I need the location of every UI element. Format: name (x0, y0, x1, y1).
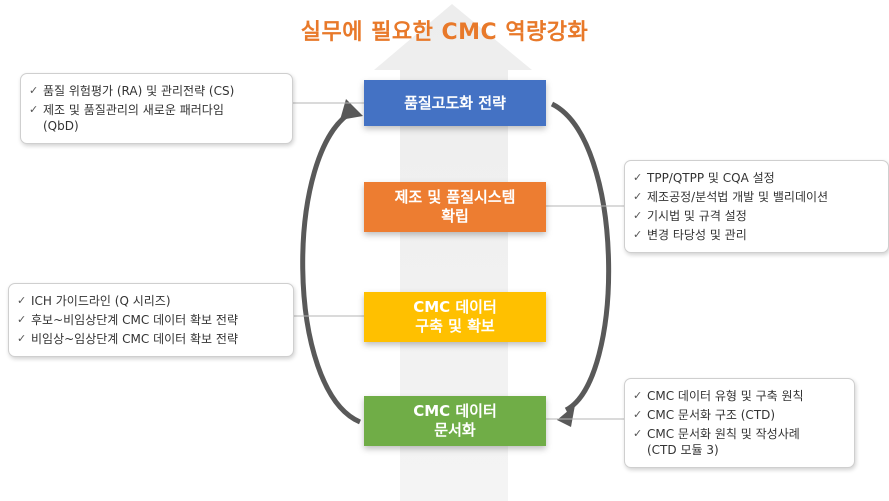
list-item: ✓비임상~임상단계 CMC 데이터 확보 전략 (17, 332, 238, 346)
list-item: ✓기시법 및 규격 설정 (633, 209, 747, 223)
check-icon: ✓ (633, 389, 643, 402)
check-icon: ✓ (633, 209, 643, 222)
list-item: ✓CMC 데이터 유형 및 구축 원칙 (633, 389, 804, 403)
stage-manufacturing-system: 제조 및 품질시스템 확립 (364, 182, 546, 232)
check-icon: ✓ (29, 103, 39, 116)
list-item: ✓변경 타당성 및 관리 (633, 228, 747, 242)
callout-quality-strategy: ✓품질 위험평가 (RA) 및 관리전략 (CS) ✓제조 및 품질관리의 새로… (20, 73, 293, 144)
check-icon: ✓ (633, 408, 643, 421)
list-item: ✓후보~비임상단계 CMC 데이터 확보 전략 (17, 313, 238, 327)
check-icon: ✓ (17, 313, 27, 326)
list-item: ✓CMC 문서화 구조 (CTD) (633, 408, 776, 422)
stage-quality-strategy: 품질고도화 전략 (364, 80, 546, 126)
list-item: ✓ICH 가이드라인 (Q 시리즈) (17, 294, 171, 308)
stage-label: CMC 데이터 구축 및 확보 (413, 298, 497, 335)
check-icon: ✓ (17, 294, 27, 307)
check-icon: ✓ (633, 171, 643, 184)
check-icon: ✓ (633, 427, 643, 440)
stage-label: 품질고도화 전략 (404, 93, 506, 112)
page-title: 실무에 필요한 CMC 역량강화 (300, 20, 589, 45)
check-icon: ✓ (633, 228, 643, 241)
cycle-arrow-right (550, 101, 612, 413)
list-item: ✓제조 및 품질관리의 새로운 패러다임 (QbD) (29, 103, 224, 133)
stage-label: CMC 데이터 문서화 (413, 402, 497, 439)
list-item: ✓품질 위험평가 (RA) 및 관리전략 (CS) (29, 84, 235, 98)
list-item: ✓TPP/QTPP 및 CQA 설정 (633, 171, 775, 185)
callout-cmc-documentation: ✓CMC 데이터 유형 및 구축 원칙 ✓CMC 문서화 구조 (CTD) ✓C… (624, 378, 855, 468)
callout-manufacturing-system: ✓TPP/QTPP 및 CQA 설정 ✓제조공정/분석법 개발 및 밸리데이션 … (624, 160, 889, 253)
up-arrow (374, 4, 532, 501)
stage-label: 제조 및 품질시스템 확립 (394, 188, 516, 225)
check-icon: ✓ (29, 84, 39, 97)
cycle-arrow-left (300, 109, 362, 425)
list-item: ✓CMC 문서화 원칙 및 작성사례 (CTD 모듈 3) (633, 427, 800, 457)
list-item: ✓제조공정/분석법 개발 및 밸리데이션 (633, 190, 829, 204)
stage-cmc-documentation: CMC 데이터 문서화 (364, 396, 546, 446)
check-icon: ✓ (633, 190, 643, 203)
stage-cmc-data-build: CMC 데이터 구축 및 확보 (364, 292, 546, 342)
callout-cmc-data-build: ✓ICH 가이드라인 (Q 시리즈) ✓후보~비임상단계 CMC 데이터 확보 … (8, 283, 294, 357)
check-icon: ✓ (17, 332, 27, 345)
